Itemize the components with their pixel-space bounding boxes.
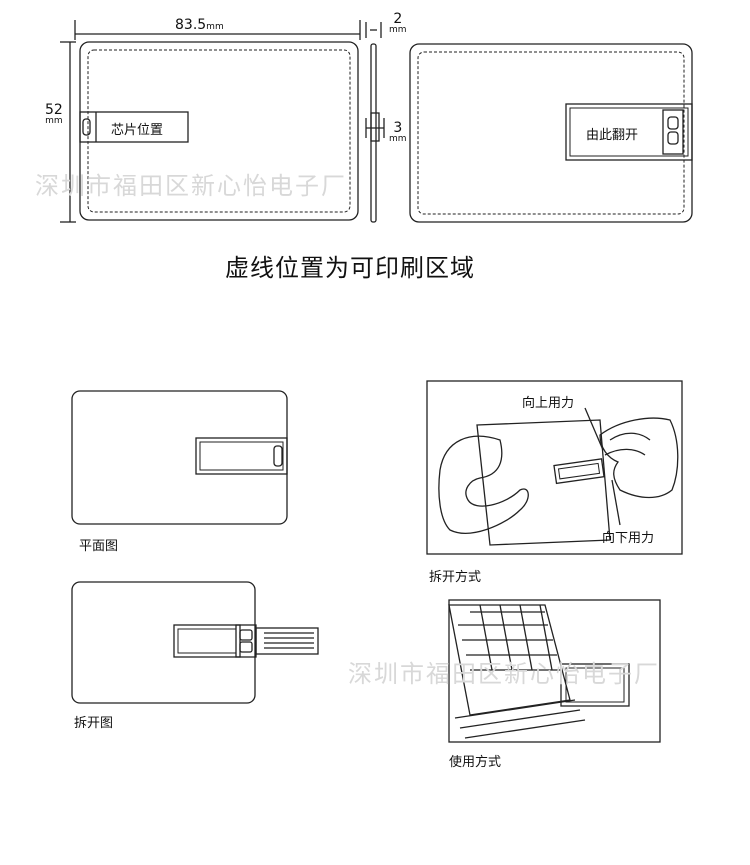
thickness-mid-unit: mm [389, 134, 407, 144]
width-dimension-line [74, 20, 361, 40]
print-area-note: 虚线位置为可印刷区域 [225, 254, 475, 282]
height-dimension-label: 52 mm [45, 102, 63, 127]
thickness-top-unit: mm [389, 25, 407, 35]
watermark-top: 深圳市福田区新心怡电子厂 [35, 172, 347, 200]
force-arrows [584, 407, 621, 526]
plan-card-outline [71, 390, 288, 525]
use-method-caption: 使用方式 [449, 755, 502, 770]
thickness-mid-value: 3 [393, 120, 403, 136]
watermark-bottom: 深圳市福田区新心怡电子厂 [348, 660, 660, 688]
open-method-frame [426, 380, 683, 555]
height-dimension-line [60, 41, 76, 223]
unfold-view-caption: 拆开图 [74, 716, 114, 731]
height-dimension-unit: mm [45, 116, 63, 126]
thickness-top-value: 2 [393, 11, 403, 27]
plan-usb-slot [195, 437, 288, 475]
thickness-top-label: 2 mm [389, 11, 407, 36]
open-method-caption: 拆开方式 [429, 570, 482, 585]
chip-slot [79, 111, 189, 143]
chip-position-label: 芯片位置 [111, 123, 164, 138]
thickness-mid-label: 3 mm [389, 120, 407, 145]
flip-here-label: 由此翻开 [586, 128, 639, 143]
card-back-print-area [417, 51, 685, 215]
card-side-view [365, 22, 385, 223]
laptop-illustration [448, 604, 586, 739]
card-back-outline [409, 43, 693, 223]
width-dimension-value: 83.5 [175, 17, 207, 33]
width-dimension-label: 83.5mm [175, 14, 224, 33]
force-down-label: 向下用力 [602, 531, 655, 546]
use-method-frame [448, 599, 661, 743]
hands-illustration [438, 417, 679, 546]
unfold-card-outline [71, 581, 256, 704]
unfold-usb-stick [173, 624, 319, 658]
flip-slot [565, 103, 693, 161]
force-up-label: 向上用力 [522, 396, 575, 411]
plan-view-caption: 平面图 [79, 539, 119, 554]
card-front-print-area [87, 49, 351, 213]
width-dimension-unit: mm [206, 22, 224, 32]
height-dimension-value: 52 [45, 102, 63, 118]
inserted-card [560, 663, 630, 707]
